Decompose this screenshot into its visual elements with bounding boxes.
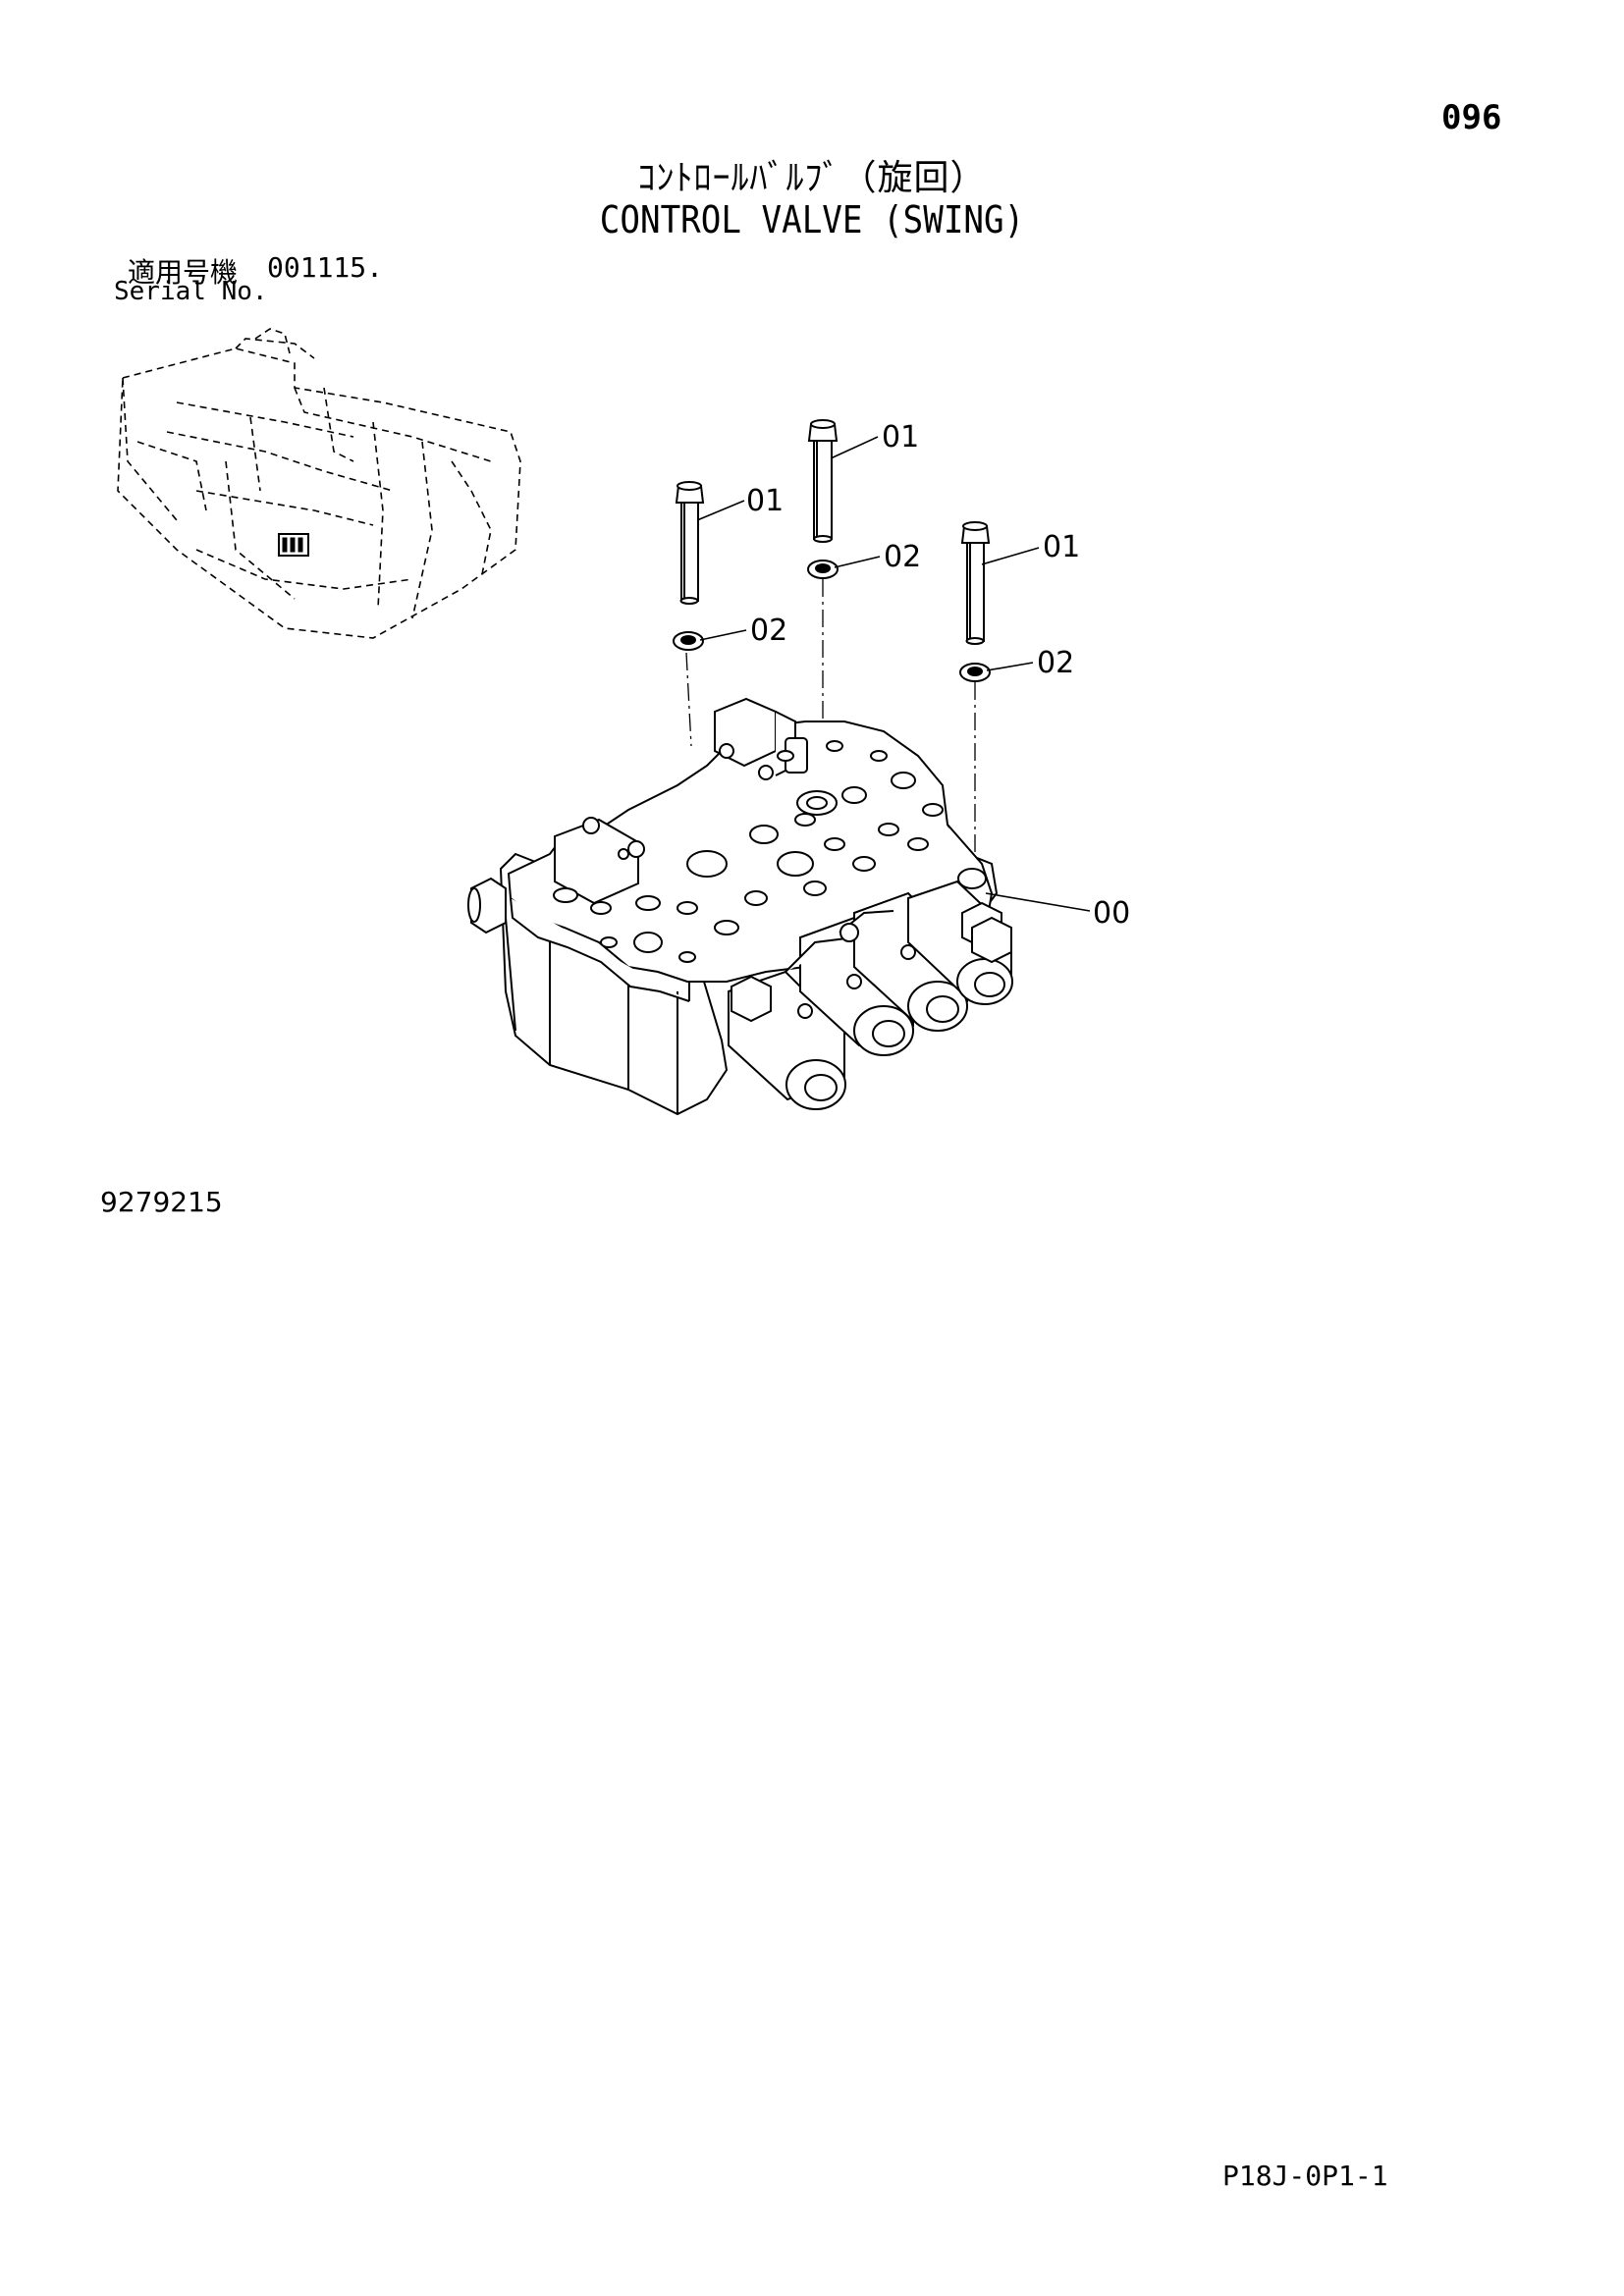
washer-right — [959, 663, 991, 682]
callout-bolt-middle: 01 — [882, 420, 919, 454]
bolt-right — [960, 521, 991, 645]
leader-lines — [696, 436, 1091, 912]
washer-left — [673, 631, 704, 651]
callout-valve: 00 — [1093, 896, 1130, 931]
washer-middle — [807, 560, 839, 579]
serial-label-english: Serial No. — [114, 277, 268, 306]
valve-location-marker — [278, 533, 309, 557]
figure-id: 9279215 — [100, 1186, 223, 1218]
callout-bolt-right: 01 — [1043, 530, 1080, 564]
page-code: P18J-0P1-1 — [1222, 2160, 1388, 2192]
serial-label-japanese: 適用号機 — [128, 256, 239, 289]
callout-washer-middle: 02 — [884, 540, 921, 574]
installation-lines — [685, 579, 976, 864]
title-english: CONTROL VALVE (SWING) — [599, 198, 1025, 241]
callout-bolt-left: 01 — [746, 484, 784, 518]
serial-value: 001115. — [267, 251, 384, 284]
control-valve — [467, 697, 1013, 1116]
callout-washer-right: 02 — [1037, 646, 1074, 680]
bolt-left — [675, 481, 705, 605]
page-number: 096 — [1441, 98, 1502, 137]
callout-washer-left: 02 — [750, 614, 787, 648]
bolt-middle — [807, 419, 839, 543]
title-japanese: ｺﾝﾄﾛｰﾙﾊﾞﾙﾌﾞ（旋回） — [637, 158, 987, 198]
machine-location-thumbnail — [117, 328, 521, 639]
